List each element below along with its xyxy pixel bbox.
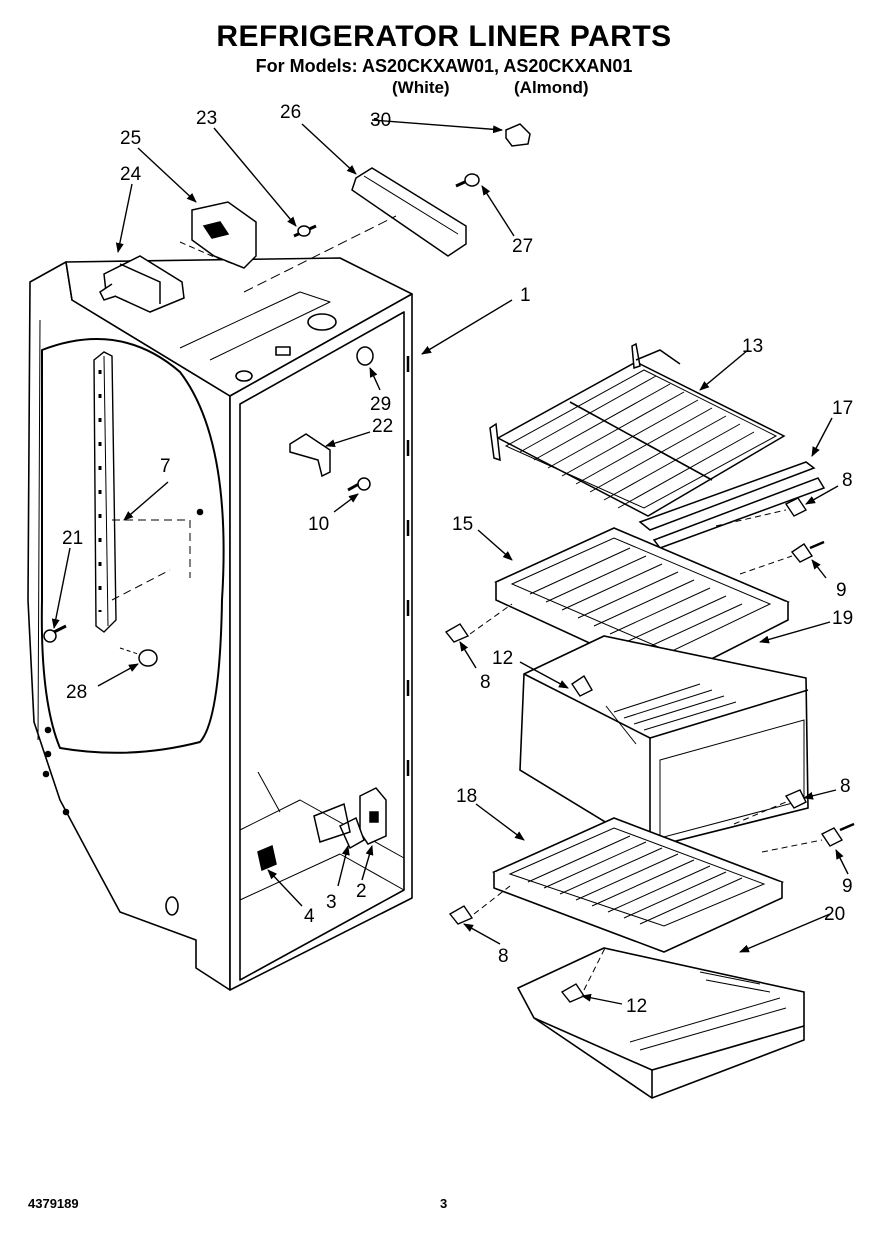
callout-10: 10 (308, 514, 329, 535)
part-24-housing (99, 255, 185, 313)
callout-25: 25 (120, 128, 141, 149)
callout-13: 13 (742, 336, 763, 357)
callout-8-top: 8 (842, 470, 853, 491)
callout-22: 22 (372, 416, 393, 437)
callout-4: 4 (304, 906, 315, 927)
part-15-shelf (494, 527, 790, 681)
callout-8-left-upper: 8 (480, 672, 491, 693)
part-19-crisper (519, 635, 809, 849)
callout-19: 19 (832, 608, 853, 629)
callout-15: 15 (452, 514, 473, 535)
callout-24: 24 (120, 164, 142, 185)
part-17-rail (638, 461, 826, 549)
callout-2: 2 (356, 881, 367, 902)
callout-3: 3 (326, 892, 337, 913)
part-28-plug (119, 647, 158, 667)
callout-23: 23 (196, 108, 217, 129)
callout-7: 7 (160, 456, 171, 477)
part-18-shelf (491, 817, 785, 953)
callout-21: 21 (62, 528, 83, 549)
part-21-screw (43, 624, 67, 643)
variant-white: (White) (392, 78, 450, 97)
callout-29: 29 (370, 394, 391, 415)
callout-9-lower: 9 (842, 876, 853, 897)
callout-20: 20 (824, 904, 845, 925)
callout-9-upper: 9 (836, 580, 847, 601)
models-line: For Models: AS20CKXAW01, AS20CKXAN01 (255, 56, 633, 76)
part-22-bracket (289, 433, 331, 478)
part-7-rail (93, 351, 191, 633)
part-27-screw (455, 173, 480, 188)
callout-12-lower: 12 (626, 996, 647, 1017)
clip-parts (444, 497, 855, 1003)
callout-17: 17 (832, 398, 853, 419)
callout-30: 30 (370, 110, 391, 131)
footer-page-number: 3 (440, 1196, 448, 1211)
callout-labels: 1 2 3 4 7 8 8 8 8 9 9 10 12 12 13 15 17 … (62, 102, 853, 1017)
part-20-crisper (516, 947, 805, 1099)
part-26-channel (243, 167, 467, 293)
part-10-screw (347, 477, 371, 492)
liner-cabinet (27, 257, 413, 991)
part-13-wire-shelf (489, 342, 786, 517)
callout-27: 27 (512, 236, 533, 257)
callout-8-right-lower: 8 (840, 776, 851, 797)
callout-1: 1 (520, 285, 531, 306)
page-title: REFRIGERATOR LINER PARTS (216, 20, 672, 53)
part-29-plug (356, 346, 374, 366)
callout-12-upper: 12 (492, 648, 513, 669)
variant-almond: (Almond) (514, 78, 589, 97)
leader-lines (51, 119, 849, 1005)
part-30-clip (505, 123, 531, 147)
callout-28: 28 (66, 682, 87, 703)
callout-8-left-lower: 8 (498, 946, 509, 967)
part-25-bracket (179, 201, 257, 269)
parts-2-3-4-brackets (257, 787, 387, 872)
footer-part-number: 4379189 (28, 1196, 79, 1211)
callout-18: 18 (456, 786, 477, 807)
part-23-screw (293, 224, 317, 238)
callout-26: 26 (280, 102, 301, 123)
